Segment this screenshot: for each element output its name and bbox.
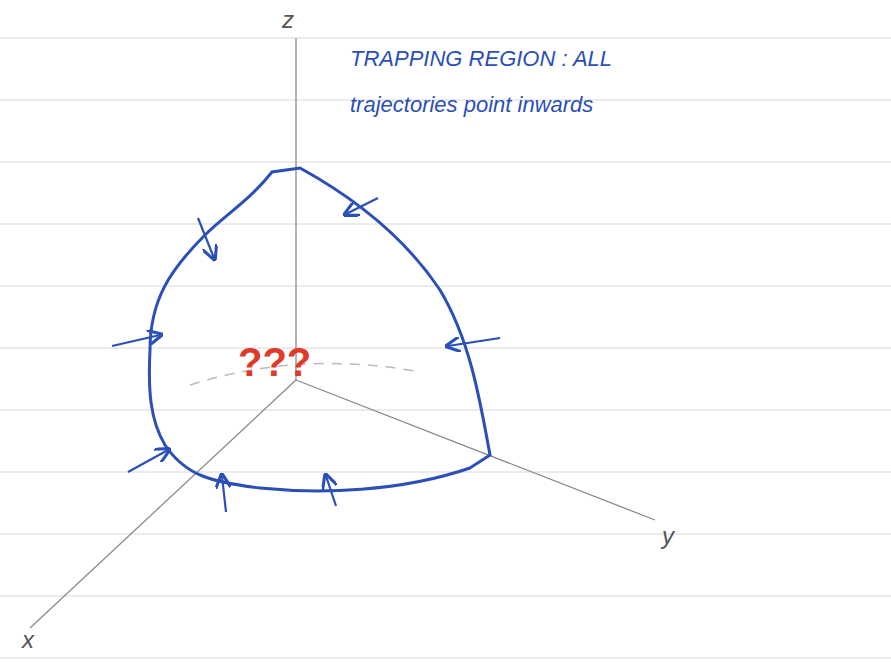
paper-lines <box>0 38 891 658</box>
axis-label: x <box>22 626 34 654</box>
annotation-note: TRAPPING REGION : ALL trajectories point… <box>350 36 670 128</box>
question-marks: ??? <box>238 340 311 385</box>
trapping-region <box>149 168 490 491</box>
axis-label: z <box>282 6 294 34</box>
axes <box>30 38 655 628</box>
inward-arrows <box>112 198 500 512</box>
axis-label: y <box>662 522 674 550</box>
